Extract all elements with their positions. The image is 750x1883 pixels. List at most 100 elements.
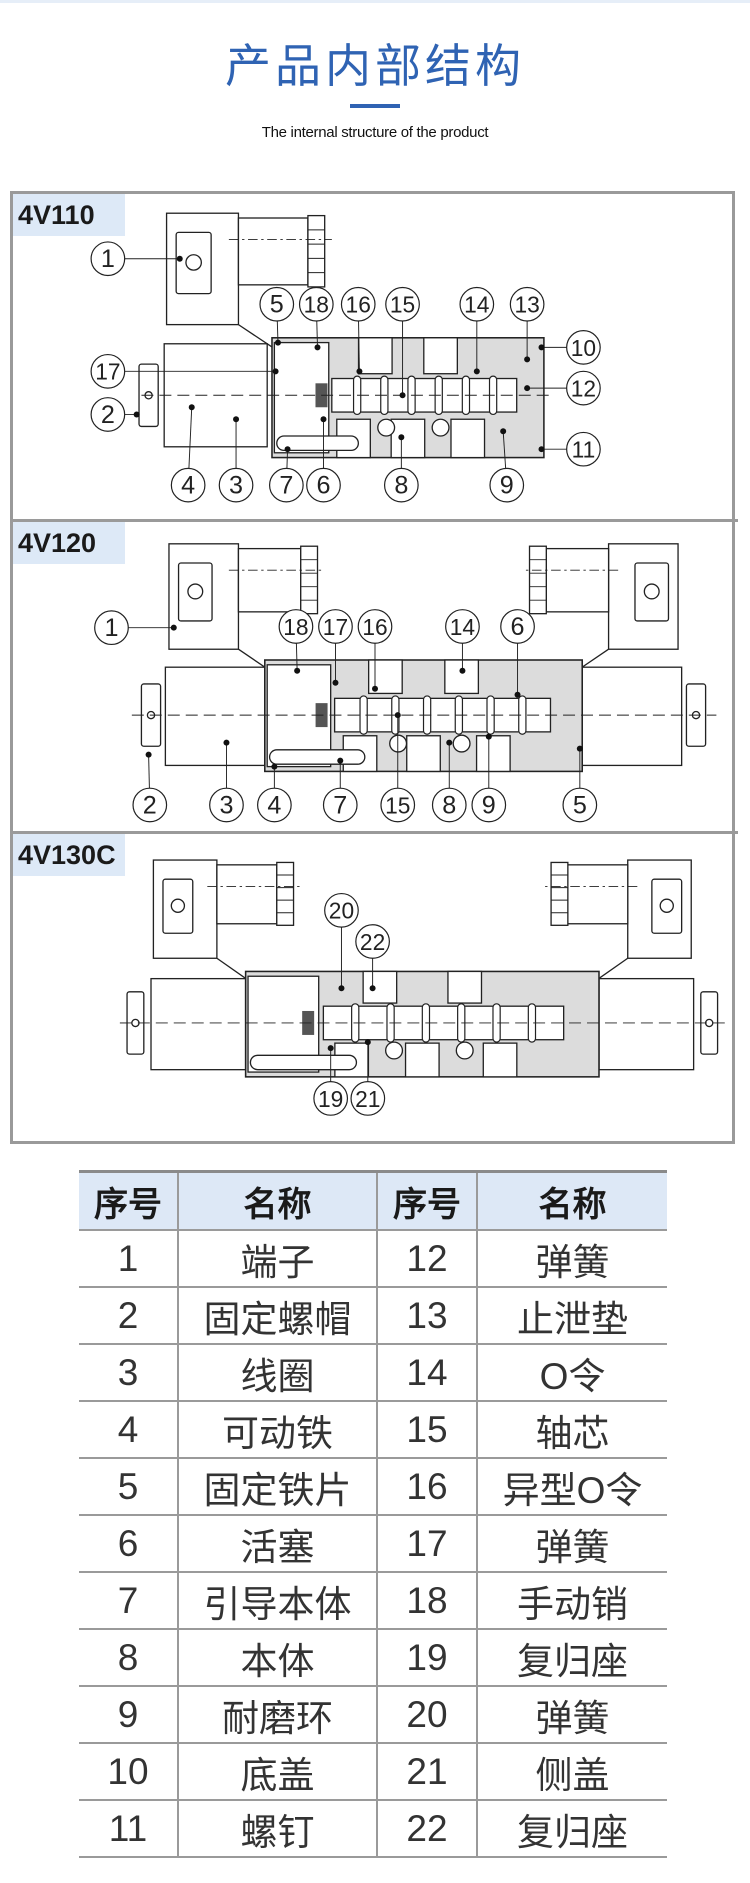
callout-number: 22 [360,929,385,955]
callout-circle [257,787,292,823]
leader-dot [170,624,177,631]
leader-dot [188,404,195,411]
part-number: 19 [376,1628,478,1687]
knurled-cap [307,214,326,288]
part-number: 7 [79,1571,179,1630]
pilot-tube [276,435,360,452]
part-number: 9 [79,1685,179,1744]
callout-number: 2 [143,791,157,819]
part-name: 引导本体 [177,1571,378,1630]
callout-number: 9 [482,791,496,819]
leader-dot [524,356,531,363]
table-header-row: 序号 名称 序号 名称 [79,1170,667,1231]
upper-port [357,337,393,375]
header-name: 名称 [177,1170,378,1231]
callout-circle [380,787,416,823]
callout-circle [340,286,376,322]
leader-dot [524,385,531,392]
callout-circle [313,1081,349,1116]
header-name: 名称 [476,1170,667,1231]
lower-port [475,735,511,773]
callout-number: 19 [318,1086,343,1112]
callout-number: 2 [101,401,115,429]
callout-circle [566,370,601,406]
port-hole [385,1041,404,1060]
part-number: 11 [79,1799,179,1858]
callout-number: 13 [514,292,539,318]
leader-dot [446,739,453,746]
callout-number: 3 [219,791,233,819]
part-number: 16 [376,1457,478,1516]
callout-circle [90,397,126,432]
page-title: 产品内部结构 [225,40,525,92]
part-number: 4 [79,1400,179,1459]
part-number: 15 [376,1400,478,1459]
callout-number: 17 [95,359,120,385]
leader-dot [538,446,545,453]
leader-dot [338,985,345,992]
part-number: 22 [376,1799,478,1858]
part-name: 止泄垫 [476,1286,667,1345]
leader-dot [459,667,466,674]
lower-port [406,735,441,773]
leader-dot [271,763,278,770]
callout-circle [383,467,419,503]
part-number: 8 [79,1628,179,1687]
callout-number: 5 [573,791,587,819]
upper-port [447,970,483,1004]
part-name: 线圈 [177,1343,378,1402]
part-name: 端子 [177,1229,378,1288]
part-number: 17 [376,1514,478,1573]
leader-dot [223,739,230,746]
callout-circle [322,787,358,823]
callout-circle [445,609,480,644]
callout-circle [471,787,507,823]
leader-dot [372,685,378,692]
leader-dot [514,691,521,698]
callout-number: 5 [270,291,284,319]
part-number: 14 [376,1343,478,1402]
part-number: 10 [79,1742,179,1801]
part-number: 1 [79,1229,179,1288]
part-name: 螺钉 [177,1799,378,1858]
callout-circle [278,609,314,644]
part-name: 本体 [177,1628,378,1687]
callout-circle [385,286,420,322]
callout-circle [509,286,545,322]
leader-dot [337,757,344,764]
part-name: 复归座 [476,1628,667,1687]
leader-dot [320,416,327,423]
part-number: 2 [79,1286,179,1345]
callout-circle [500,609,535,644]
callout-number: 9 [500,472,514,500]
leader-dot [327,1045,334,1052]
leader-dot [576,745,583,752]
callout-circle [170,467,206,503]
callout-circle [94,610,129,646]
page-subtitle: The internal structure of the product [261,124,489,141]
terminal-screw [643,583,660,600]
leader-dot [398,434,405,441]
callout-circle [566,431,601,467]
port-hole [455,1041,474,1060]
section-divider [10,519,738,522]
part-name: 可动铁 [177,1400,378,1459]
callout-number: 16 [346,292,371,318]
callout-circle [562,787,598,823]
diagram-frame [10,191,735,1144]
leader-dot [485,733,492,740]
leader-dot [233,416,240,423]
callout-number: 6 [317,472,331,500]
leader-dot [176,255,183,262]
callout-number: 8 [394,472,408,500]
leader-dot [538,344,545,351]
